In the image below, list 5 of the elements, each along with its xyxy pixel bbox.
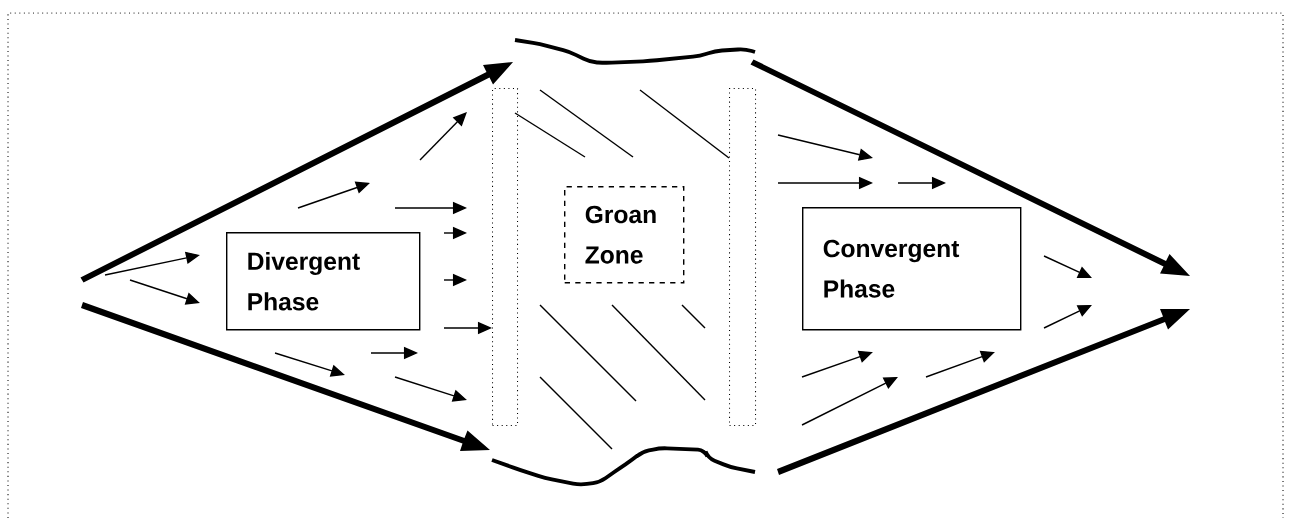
phase-box: Convergent Phase: [802, 207, 1022, 331]
phase-box: Divergent Phase: [226, 232, 421, 331]
zone-box: Groan Zone: [564, 186, 685, 284]
dotted-bar: [729, 88, 757, 427]
dotted-bar: [492, 88, 519, 427]
